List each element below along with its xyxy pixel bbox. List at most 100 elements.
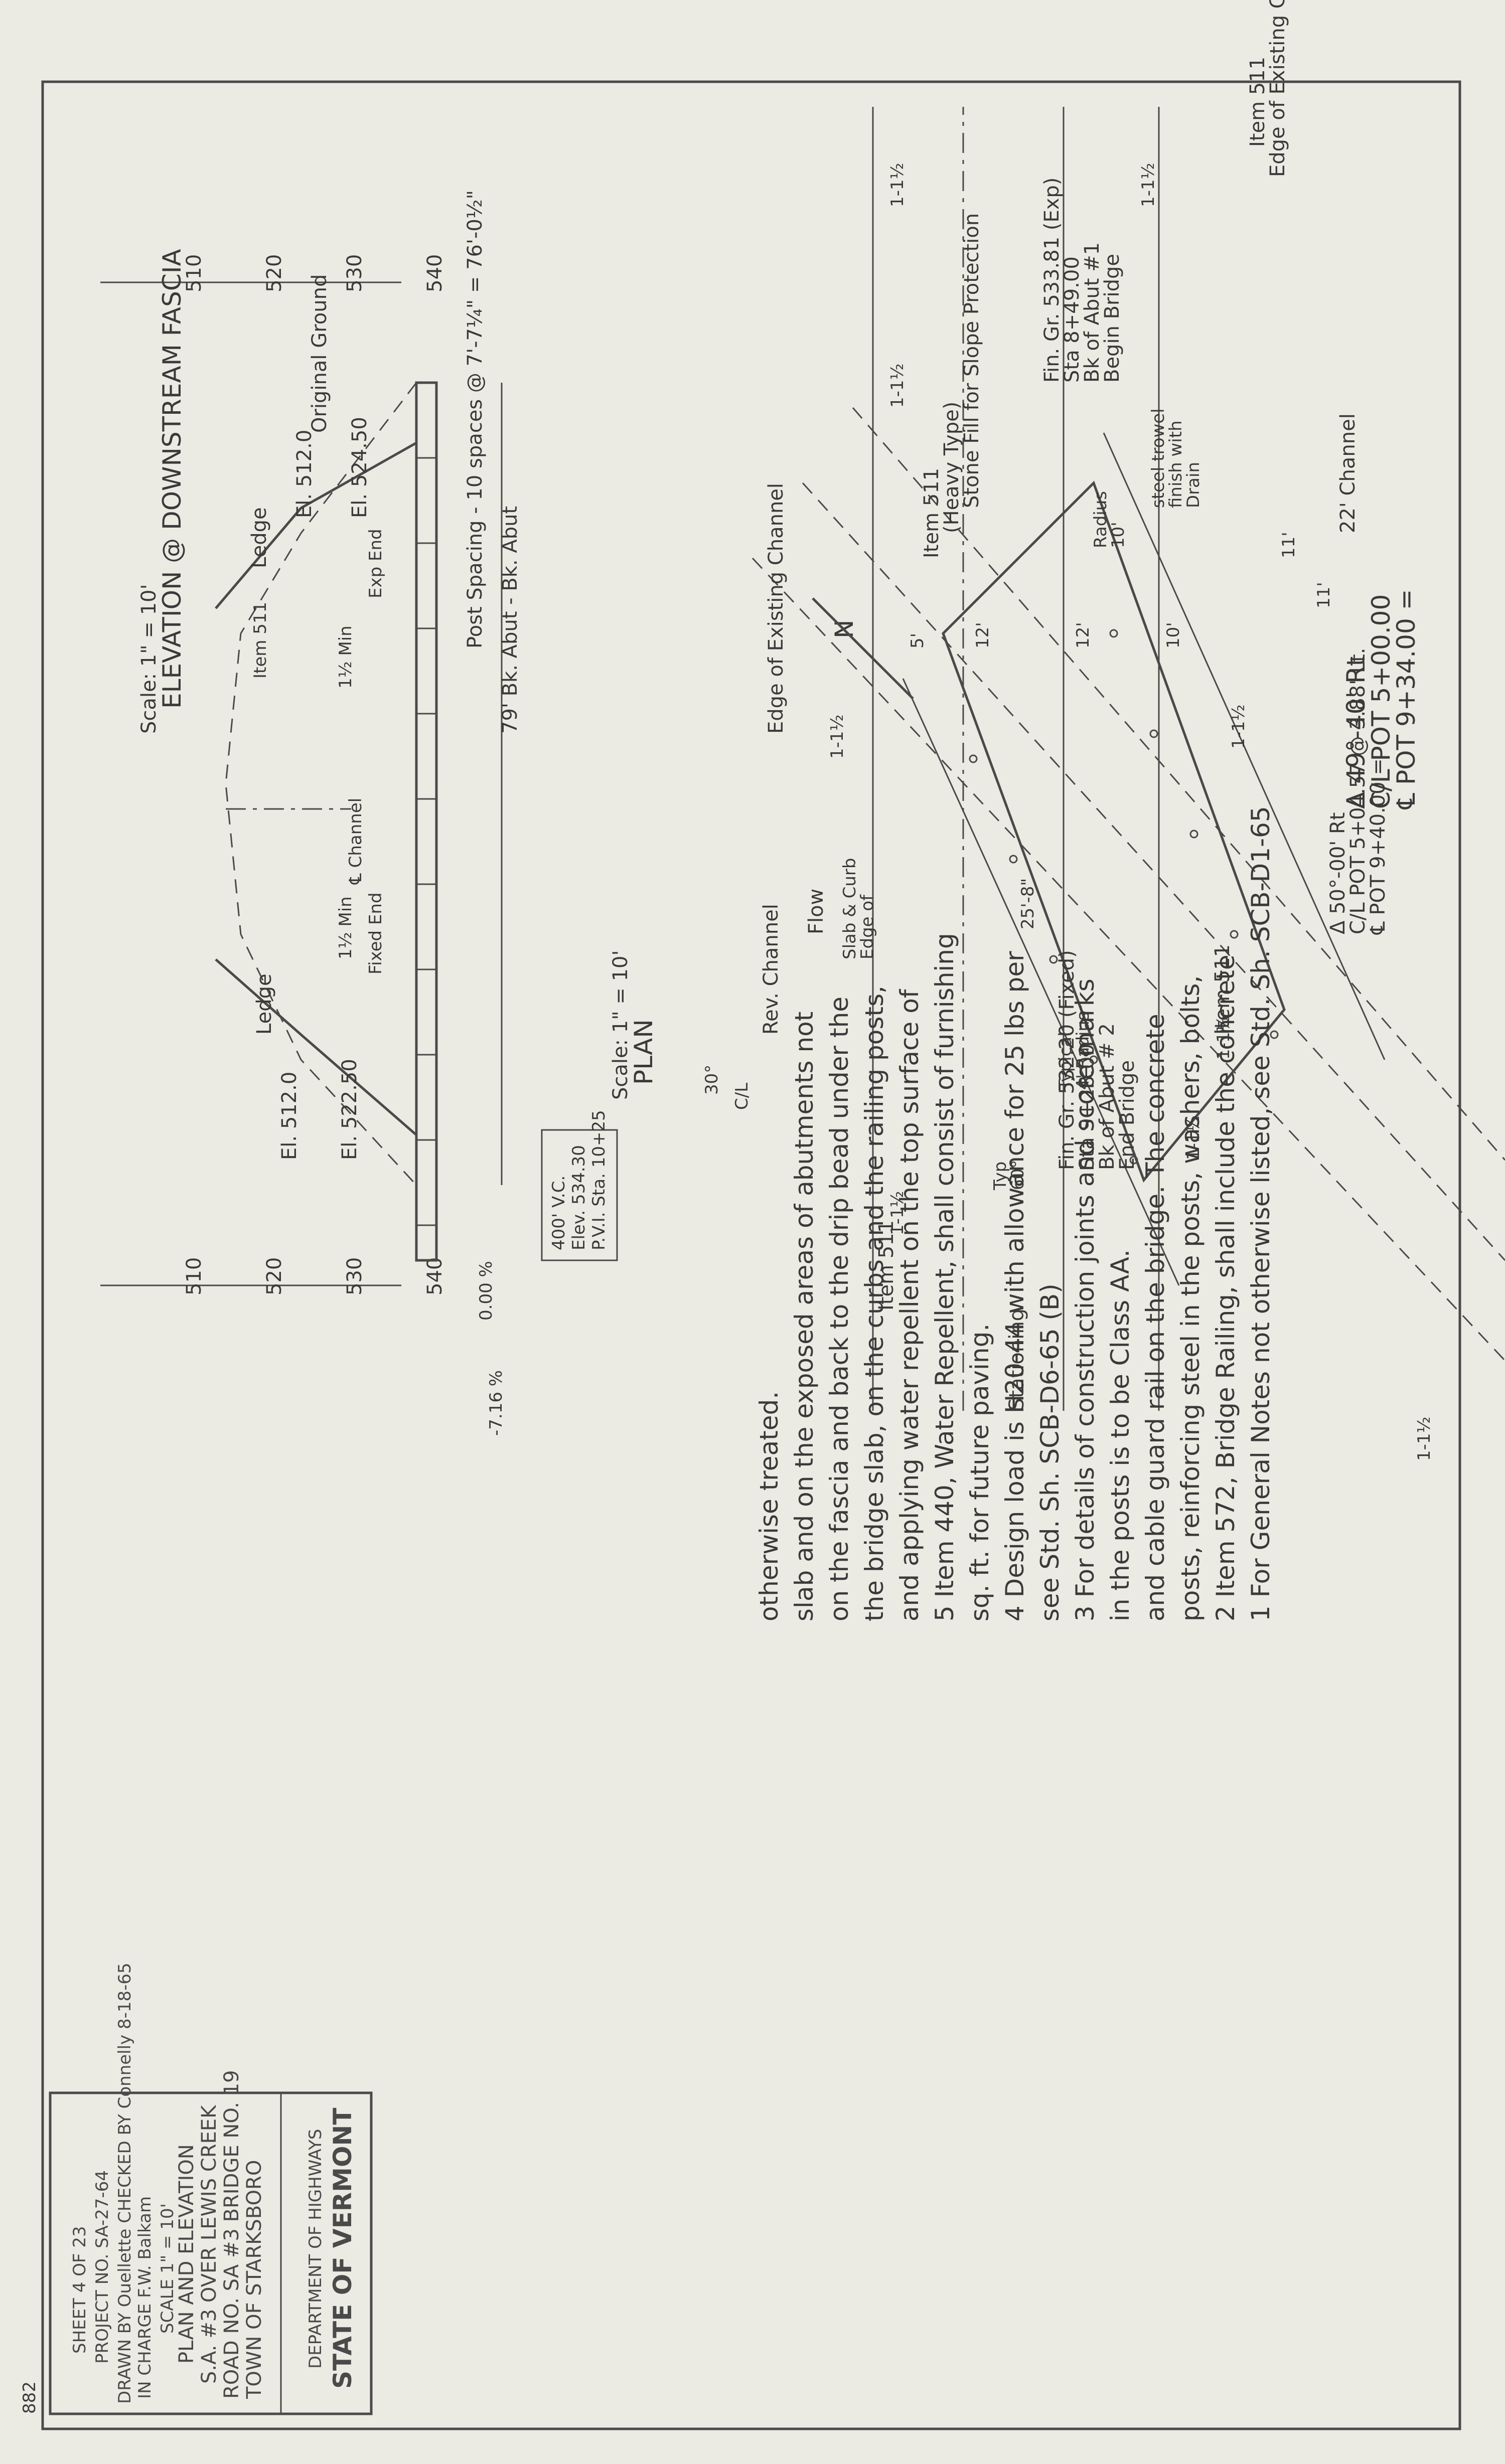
channel-line xyxy=(852,407,1505,1161)
label-end-bridge-1: End Bridge xyxy=(1116,1060,1139,1170)
note-line: posts, reinforcing steel in the posts, w… xyxy=(1176,975,1205,1621)
label-end-bridge-4: Fin. Gr. 532.20 (Fixed) xyxy=(1056,950,1079,1170)
label-drain-2: finish with xyxy=(1166,420,1186,508)
elev-right-510: 510 xyxy=(183,1257,206,1295)
label-end-bridge-3: Sta 9+28.00 xyxy=(1076,1044,1099,1170)
note-line: and cable guard rail on the bridge. The … xyxy=(1141,1014,1170,1621)
title-block: STATE OF VERMONT DEPARTMENT OF HIGHWAYS … xyxy=(49,1962,373,2415)
note-line: otherwise treated. xyxy=(755,1391,784,1621)
label-exp-end: Exp End xyxy=(366,529,386,598)
label-begin-bridge-1: Begin Bridge xyxy=(1101,254,1124,383)
note-line: sq. ft. for future paving. xyxy=(965,1324,994,1621)
note-line: 5 Item 440, Water Repellent, shall consi… xyxy=(930,933,959,1621)
elevation-scale: Scale: 1" = 10' xyxy=(137,584,161,734)
label-pvi-1: P.V.I. Sta. 10+25 xyxy=(589,1110,609,1250)
note-line: slab and on the exposed areas of abutmen… xyxy=(790,1012,819,1621)
label-begin-bridge-4: Fin. Gr. 533.81 (Exp) xyxy=(1040,178,1064,383)
label-pot2-3: Δ 50°-00' Rt xyxy=(1326,812,1349,935)
dim-10: 10' xyxy=(1163,622,1183,648)
label-stone-fill-1: Stone Fill for Slope Protection xyxy=(960,213,983,508)
label-flow: Flow xyxy=(805,889,828,934)
label-el-top-right: El. 522.50 xyxy=(338,1059,361,1160)
deck-edge xyxy=(902,678,1180,1286)
label-edge-existing-top: Edge of Existing Channel xyxy=(1266,0,1289,177)
title-state: STATE OF VERMONT xyxy=(328,2108,357,2389)
elev-left-510: 510 xyxy=(183,254,206,292)
label-begin-bridge-2: Bk of Abut #1 xyxy=(1081,242,1104,383)
bridge-deck-outline xyxy=(942,480,1286,1183)
label-angle60-1: 60° xyxy=(1008,1160,1028,1190)
title-project: PROJECT NO. SA-27-64 xyxy=(92,2170,112,2364)
label-item511-mid: Item 511 xyxy=(920,468,943,558)
label-cl: C/L xyxy=(732,1083,752,1110)
channel-line xyxy=(802,482,1505,1261)
label-pvi-3: 400' V.C. xyxy=(549,1176,569,1250)
dim-11-b: 11' xyxy=(1314,582,1334,608)
abutment-2 xyxy=(215,958,417,1136)
note-line: and applying water repellent on the top … xyxy=(895,989,924,1621)
label-min-right: 1½ Min xyxy=(336,896,356,959)
plan-title: PLAN xyxy=(629,1019,658,1085)
label-radius10-1: 10' xyxy=(1108,522,1128,548)
label-angle30: 30° xyxy=(702,1065,722,1095)
title-in-charge: IN CHARGE F.W. Balkam xyxy=(135,2196,155,2399)
elev-right-540: 540 xyxy=(423,1257,446,1295)
title-town: TOWN OF STARKSBORO xyxy=(243,2160,266,2399)
dim-slope: 1-1½ xyxy=(1138,163,1158,208)
label-pot1-2: C/L POT 5+00.00 xyxy=(1367,594,1396,809)
label-item511-bottom: Item 511 xyxy=(875,1220,898,1310)
label-edge-existing-bottom: Edge of Existing Channel xyxy=(765,483,788,734)
label-item511-right: Item 511 xyxy=(1211,944,1234,1035)
label-ledge-right: Ledge xyxy=(253,973,276,1035)
label-rev-channel: Rev. Channel xyxy=(760,904,783,1035)
label-pvi-2: Elev. 534.30 xyxy=(569,1145,589,1250)
note-line: 1 For General Notes not otherwise listed… xyxy=(1246,806,1275,1621)
elev-right-520: 520 xyxy=(263,1257,286,1295)
elevation-view: 540 530 520 510 540 530 520 510 Original… xyxy=(100,190,618,1436)
plan-scale: Scale: 1" = 10' xyxy=(609,950,632,1100)
label-el-top-left: El. 524.50 xyxy=(348,417,371,518)
note-line: in the posts is to be Class AA. xyxy=(1106,1249,1135,1621)
note-line: on the fascia and back to the drip bead … xyxy=(825,997,854,1621)
label-pot2-1: ℄ POT 9+40.00 = xyxy=(1367,758,1390,935)
dim-slope: 1-1½ xyxy=(887,163,908,208)
note-line: see Std. Sh. SCB-D6-65 (B) xyxy=(1035,1283,1065,1621)
label-grade2: -7.16 % xyxy=(486,1370,506,1436)
label-post-spacing: Post Spacing - 10 spaces @ 7'-7¼" = 76'-… xyxy=(464,190,487,648)
title-block-frame xyxy=(49,2091,373,2415)
label-channel: ℄ Channel xyxy=(346,798,366,885)
label-radius-typ-2: Typical xyxy=(1056,1032,1076,1090)
pvi-box xyxy=(541,1129,618,1261)
deck-edge xyxy=(1103,432,1386,1060)
label-item511: Item 511 xyxy=(250,602,270,679)
dim-12-a: 12' xyxy=(973,622,993,648)
label-end-bridge-2: Bk of Abut # 2 xyxy=(1096,1023,1119,1170)
sheet-border xyxy=(41,80,1461,2430)
note-line: 3 For details of construction joints and… xyxy=(1071,978,1100,1621)
label-fixed-end: Fixed End xyxy=(366,892,386,974)
label-stone-fill-2: (Heavy Type) xyxy=(940,402,963,533)
abutment-1 xyxy=(215,441,417,609)
dim-slope: 1-1½ xyxy=(1214,1016,1234,1060)
title-desc: S.A. #3 OVER LEWIS CREEK xyxy=(198,2104,221,2384)
label-radius10-2: Radius xyxy=(1091,491,1111,548)
north-arrow xyxy=(812,597,914,700)
label-begin-bridge-3: Sta 8+49.00 xyxy=(1061,256,1084,383)
dim-slope: 1-1½ xyxy=(887,364,908,408)
elev-left-520: 520 xyxy=(263,254,286,292)
label-min-left: 1½ Min xyxy=(336,625,356,689)
title-drawn: DRAWN BY Ouellette CHECKED BY Connelly 8… xyxy=(115,1962,135,2404)
title-sheet: SHEET 4 OF 23 xyxy=(70,2226,90,2354)
elev-left-530: 530 xyxy=(343,254,366,292)
deck-profile xyxy=(415,381,438,1262)
elev-right-530: 530 xyxy=(343,1257,366,1295)
label-original-ground: Original Ground xyxy=(308,274,331,433)
label-grade1: 0.00 % xyxy=(476,1261,496,1321)
note-line: 4 Design load is H20-44 with allowance f… xyxy=(1000,951,1029,1621)
title-sheet-title: PLAN AND ELEVATION xyxy=(175,2144,198,2364)
note-line: the bridge slab, on the curbs and the ra… xyxy=(860,985,889,1621)
general-notes: 1 For General Notes not otherwise listed… xyxy=(755,806,1275,1621)
